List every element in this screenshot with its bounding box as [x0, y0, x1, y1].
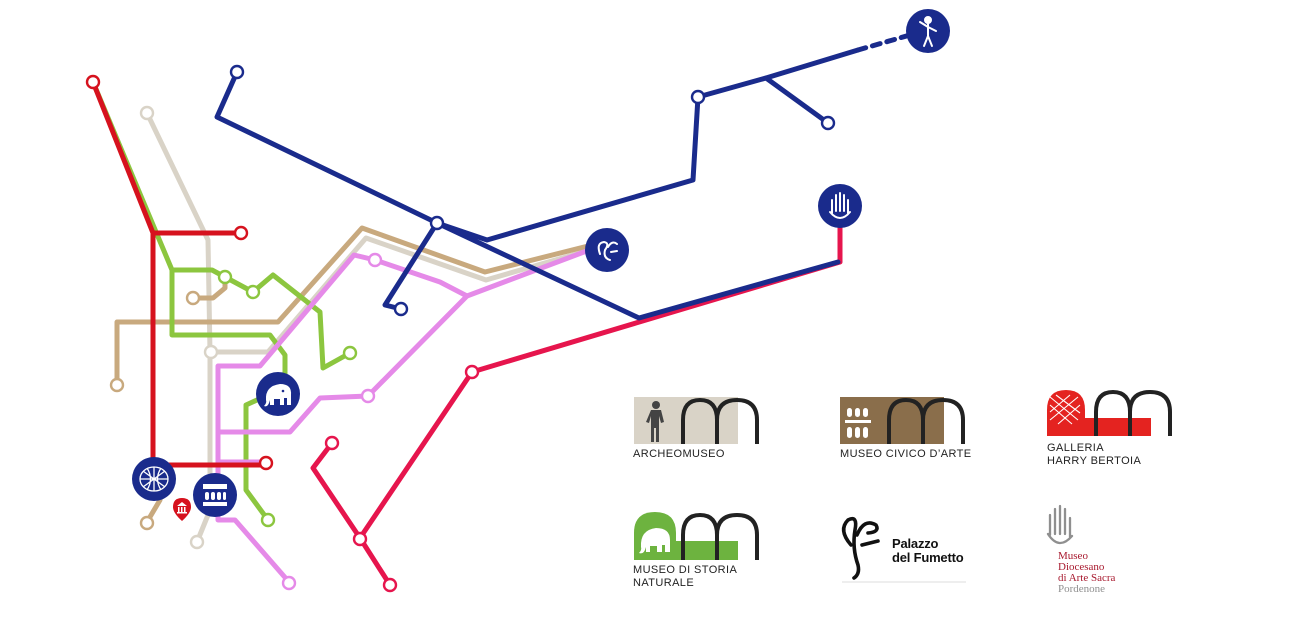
route-pink: [215, 246, 595, 435]
museum-pin-icon[interactable]: [173, 498, 191, 521]
stop[interactable]: [258, 455, 274, 471]
statue-icon[interactable]: [906, 9, 950, 53]
stop[interactable]: [85, 74, 101, 90]
stop[interactable]: [203, 344, 219, 360]
route-blue-branch: [763, 75, 831, 126]
archeomuseo-logo[interactable]: [634, 397, 759, 444]
palazzo-fumetto-logo[interactable]: [841, 516, 966, 583]
route-green-zigzag: [169, 267, 353, 371]
stop[interactable]: [382, 577, 398, 593]
stop[interactable]: [281, 575, 297, 591]
stop[interactable]: [245, 284, 261, 300]
hand-icon[interactable]: [818, 184, 862, 228]
bertoia-logo[interactable]: [1047, 389, 1172, 436]
route-blue-upper: [434, 47, 861, 243]
stop[interactable]: [260, 512, 276, 528]
diocesano-label: Museo Diocesano di Arte Sacra Pordenone: [1058, 550, 1116, 595]
palace-icon[interactable]: [193, 473, 237, 517]
storia-naturale-label: MUSEO DI STORIA NATURALE: [633, 564, 738, 589]
fumetto-icon[interactable]: [585, 228, 629, 272]
stop[interactable]: [233, 225, 249, 241]
route-beige: [144, 110, 593, 355]
route-crimson: [357, 217, 843, 588]
stop[interactable]: [429, 215, 445, 231]
route-tan: [114, 225, 595, 388]
stop[interactable]: [360, 388, 376, 404]
stop[interactable]: [229, 64, 245, 80]
stop[interactable]: [324, 435, 340, 451]
civico-label: MUSEO CIVICO D’ARTE: [840, 448, 972, 460]
route-green: [90, 79, 288, 383]
storia-naturale-logo[interactable]: [634, 512, 759, 560]
stop[interactable]: [464, 364, 480, 380]
stop[interactable]: [820, 115, 836, 131]
archeomuseo-label: ARCHEOMUSEO: [633, 448, 725, 460]
route-pink-upper: [215, 252, 470, 585]
stop[interactable]: [342, 345, 358, 361]
stop[interactable]: [690, 89, 706, 105]
stop[interactable]: [139, 105, 155, 121]
mammoth-icon[interactable]: [256, 372, 300, 416]
stop[interactable]: [393, 301, 409, 317]
route-crimson-branch: [310, 440, 363, 541]
stop[interactable]: [185, 290, 201, 306]
stop[interactable]: [139, 515, 155, 531]
diocesano-logo[interactable]: [1046, 504, 1074, 545]
palazzo-fumetto-label: Palazzo del Fumetto: [892, 536, 964, 565]
stop[interactable]: [367, 252, 383, 268]
route-blue: [214, 69, 841, 321]
stop[interactable]: [189, 534, 205, 550]
civico-logo[interactable]: [840, 397, 965, 444]
bertoia-label: GALLERIA HARRY BERTOIA: [1047, 442, 1142, 467]
globe-net-icon[interactable]: [132, 457, 176, 501]
stop[interactable]: [352, 531, 368, 547]
stop[interactable]: [109, 377, 125, 393]
route-blue-dashed: [855, 32, 913, 53]
stop[interactable]: [217, 269, 233, 285]
